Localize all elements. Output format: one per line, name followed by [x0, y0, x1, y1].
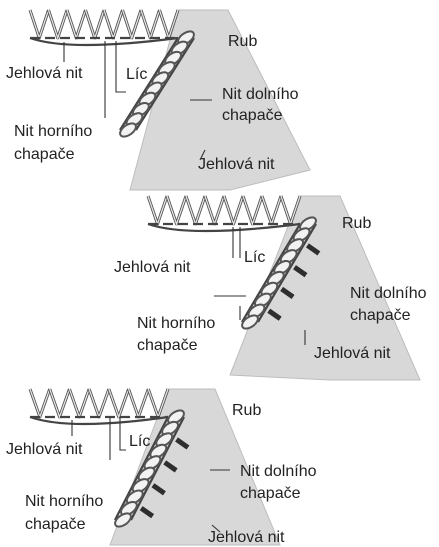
- needle-stitch-loop: [107, 388, 130, 419]
- needle-stitch-loop: [260, 195, 283, 226]
- needle-stitch-loop-highlight: [47, 9, 68, 40]
- fabric-edge: [114, 416, 169, 521]
- label-needle-thread: Jehlová nit: [114, 259, 191, 276]
- needle-stitch-loop: [65, 9, 87, 40]
- needle-thread-mark: [280, 286, 295, 300]
- label-lower-looper-line1: Nit dolního: [222, 86, 299, 103]
- upper-looper-chain: [29, 36, 179, 47]
- looper-loop: [131, 478, 150, 494]
- looper-loop: [167, 409, 185, 425]
- upper-looper-chain: [147, 222, 301, 233]
- needle-stitch-loop-highlight: [121, 9, 142, 40]
- fabric-edge: [119, 37, 179, 131]
- looper-edge: [257, 223, 317, 323]
- needle-stitch-loop: [139, 9, 161, 40]
- looper-edge: [130, 416, 185, 521]
- label-upper-looper-line2: chapače: [14, 146, 75, 163]
- needle-thread-mark: [267, 308, 282, 321]
- needle-stitch-loop: [87, 388, 111, 419]
- needle-stitch-loop-highlight: [166, 195, 187, 226]
- needle-stitch-loop-highlight: [242, 195, 263, 226]
- looper-loop: [137, 466, 156, 482]
- needle-stitch-loop: [222, 195, 245, 226]
- needle-stitch-loop: [203, 195, 226, 226]
- label-needle-thread: Jehlová nit: [6, 65, 83, 82]
- label-lower-looper-line1: Nit dolního: [350, 285, 427, 302]
- needle-stitch-loop-highlight: [108, 388, 130, 419]
- label-needle-thread-bottom: Jehlová nit: [314, 345, 391, 362]
- label-lower-looper-line2: chapače: [222, 107, 283, 124]
- fabric-edge: [241, 223, 301, 323]
- needle-stitch-loop-highlight: [223, 195, 244, 226]
- label-lower-looper-line1: Nit dolního: [240, 463, 317, 480]
- needle-stitch-loop: [48, 388, 71, 419]
- label-leader-line: [115, 41, 126, 93]
- looper-loop: [149, 443, 168, 459]
- needle-stitch-loop: [28, 388, 52, 419]
- label-upper-looper-line2: chapače: [25, 516, 86, 533]
- needle-thread-mark: [163, 460, 178, 473]
- label-needle-thread-bottom: Jehlová nit: [208, 529, 285, 546]
- needle-stitch-loop: [68, 388, 91, 419]
- needle-stitch-loop-highlight: [49, 388, 70, 419]
- needle-thread-mark: [175, 437, 190, 450]
- label-leader-line: [199, 149, 206, 161]
- fabric-panel: [229, 195, 421, 381]
- label-leader-line: [119, 417, 126, 451]
- looper-loop: [143, 455, 162, 471]
- label-leader-line: [211, 524, 221, 533]
- needle-stitch-loop: [241, 195, 264, 226]
- label-upper-looper-line1: Nit horního: [25, 493, 103, 510]
- label-lic: Líc: [126, 66, 147, 83]
- needle-thread-mark: [151, 483, 166, 496]
- label-needle-thread-bottom: Jehlová nit: [198, 156, 275, 173]
- looper-loop: [114, 512, 132, 528]
- looper-loop: [119, 122, 137, 138]
- looper-loop: [161, 420, 180, 437]
- looper-loop: [241, 314, 259, 330]
- needle-stitch-loop: [28, 9, 50, 40]
- needle-thread-mark: [305, 243, 321, 256]
- looper-loop: [125, 489, 144, 505]
- label-lic: Líc: [129, 433, 150, 450]
- needle-stitch-loop: [165, 195, 188, 226]
- label-rub: Rub: [228, 33, 257, 50]
- label-lower-looper-line2: chapače: [240, 485, 301, 502]
- label-rub: Rub: [232, 402, 261, 419]
- looper-edge: [135, 37, 195, 131]
- needle-stitch-loop: [84, 9, 106, 40]
- label-upper-looper-line1: Nit horního: [137, 315, 215, 332]
- label-lower-looper-line2: chapače: [350, 307, 411, 324]
- needle-stitch-loop: [102, 9, 124, 40]
- needle-thread-mark: [293, 265, 308, 278]
- label-lic: Líc: [244, 249, 265, 266]
- needle-stitch-loop: [184, 195, 207, 226]
- looper-loop: [155, 432, 174, 448]
- upper-looper-chain: [29, 415, 169, 426]
- needle-stitch-loop: [121, 9, 143, 40]
- needle-thread-mark: [139, 506, 155, 519]
- needle-stitch-loop: [146, 195, 169, 226]
- label-upper-looper-line2: chapače: [137, 337, 198, 354]
- needle-stitch-loop: [47, 9, 69, 40]
- label-upper-looper-line1: Nit horního: [14, 123, 92, 140]
- needle-stitch-loop: [127, 388, 150, 419]
- label-rub: Rub: [342, 215, 371, 232]
- label-needle-thread: Jehlová nit: [6, 441, 83, 458]
- looper-loop: [119, 500, 138, 517]
